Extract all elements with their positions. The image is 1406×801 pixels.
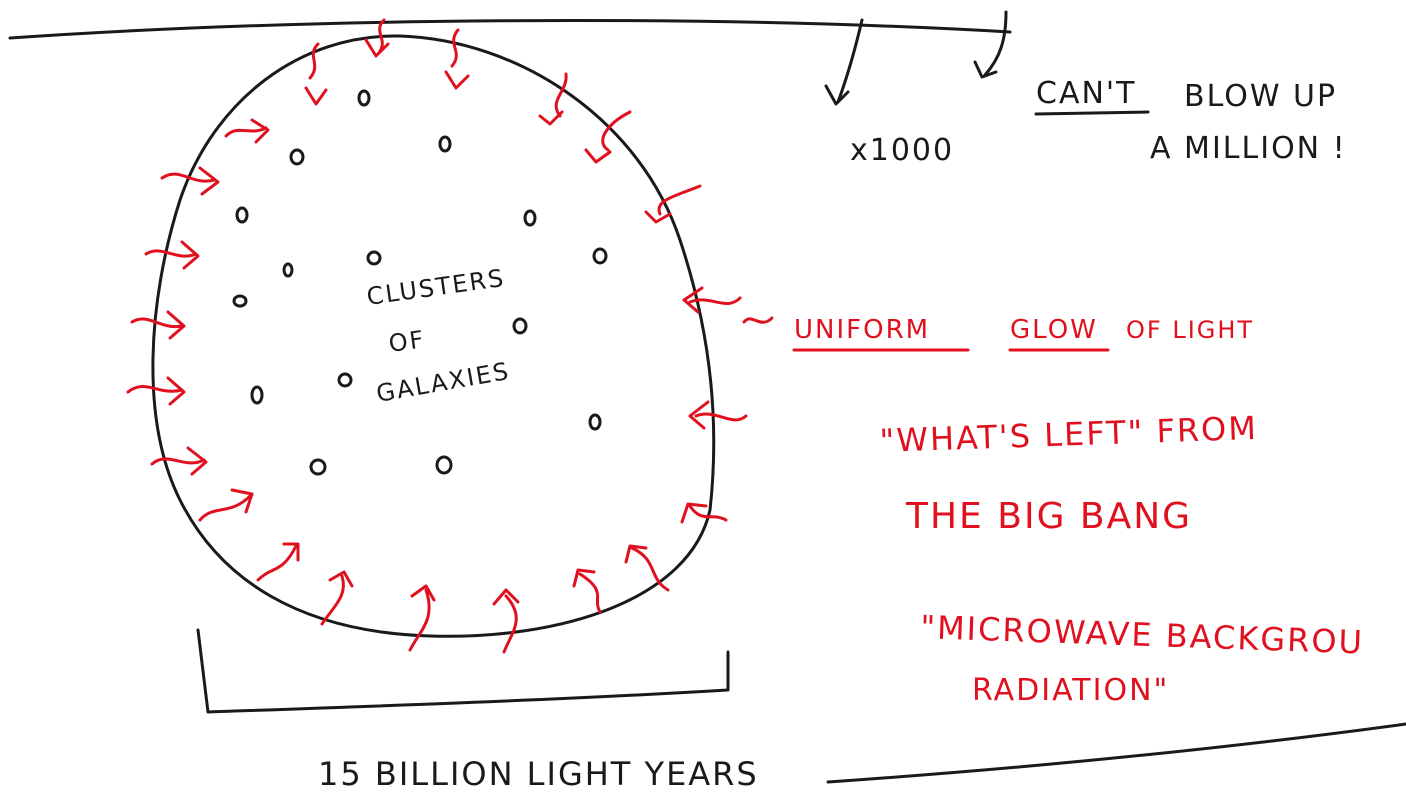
radiation-arrow — [364, 18, 390, 58]
radiation-arrow — [304, 42, 328, 106]
galaxy-cluster — [337, 372, 353, 388]
radiation-arrow — [144, 240, 200, 270]
galaxy-cluster — [357, 89, 371, 107]
clusters-label: CLUSTERS — [365, 264, 507, 311]
radiation-arrow — [624, 544, 670, 592]
whats-left-label: "WHAT'S LEFT" FROM — [879, 409, 1259, 460]
of-light-label: OF LIGHT — [1126, 316, 1254, 344]
radiation-arrow — [688, 400, 748, 430]
cant-group: CAN'T — [1034, 76, 1150, 116]
glow-group: GLOW — [1008, 315, 1110, 352]
a-million-label: A MILLION ! — [1150, 131, 1347, 166]
radiation-arrow — [150, 446, 208, 476]
radiation-label: RADIATION" — [972, 673, 1169, 708]
radiation-arrow — [584, 110, 632, 164]
x1000-label: x1000 — [850, 133, 954, 168]
galaxy-cluster — [438, 135, 452, 153]
scale-bracket — [196, 628, 730, 714]
radiation-arrow — [538, 72, 568, 126]
radiation-arrow — [256, 542, 300, 582]
cant-arrow — [973, 10, 1008, 79]
galaxy-cluster — [282, 262, 294, 278]
blow-up-label: BLOW UP — [1184, 79, 1337, 114]
galaxy-cluster — [435, 455, 453, 475]
galaxy-cluster — [309, 458, 327, 476]
galaxy-cluster — [366, 250, 382, 266]
radiation-arrow — [160, 166, 220, 196]
galaxy-cluster — [250, 385, 264, 405]
radiation-arrow — [320, 570, 354, 626]
radiation-arrow — [572, 568, 602, 614]
uniform-group: UNIFORM — [792, 315, 970, 352]
glow-label: GLOW — [1010, 315, 1098, 345]
radiation-arrow — [408, 584, 436, 652]
uniform-label: UNIFORM — [794, 315, 930, 345]
radiation-arrows — [126, 18, 748, 654]
galaxy-cluster — [232, 294, 248, 308]
galaxy-clusters — [232, 89, 608, 476]
top-line — [8, 19, 1012, 40]
galaxy-cluster — [512, 317, 528, 335]
x1000-arrow — [824, 18, 864, 106]
galaxy-cluster — [523, 209, 537, 227]
radiation-arrow — [130, 310, 186, 340]
radiation-arrow — [444, 28, 470, 90]
tilde-mark — [742, 316, 774, 324]
galaxy-cluster — [588, 413, 602, 431]
galaxy-cluster — [289, 148, 305, 166]
scale-label: 15 BILLION LIGHT YEARS — [318, 755, 759, 793]
galaxy-cluster — [592, 247, 608, 265]
radiation-arrow — [492, 588, 520, 654]
cant-underline — [1034, 110, 1150, 116]
radiation-arrow — [644, 184, 702, 224]
radiation-arrow — [224, 118, 270, 144]
universe-circle — [151, 34, 716, 638]
radiation-arrow — [198, 488, 254, 522]
big-bang-label: THE BIG BANG — [905, 496, 1192, 537]
microwave-label: "MICROWAVE BACKGROU — [920, 608, 1365, 661]
radiation-arrow — [126, 376, 186, 406]
of-label: OF — [387, 325, 427, 358]
scale-trailing-line — [826, 722, 1406, 784]
galaxy-cluster — [235, 206, 249, 224]
radiation-arrow — [682, 286, 742, 314]
galaxies-label: GALAXIES — [374, 357, 512, 408]
cant-label: CAN'T — [1036, 76, 1136, 111]
radiation-arrow — [680, 502, 728, 524]
